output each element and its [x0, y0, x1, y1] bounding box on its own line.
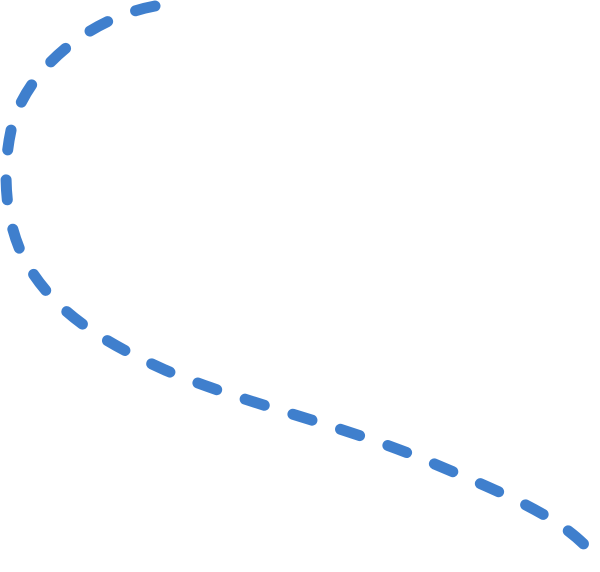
dashed-curve — [0, 0, 597, 558]
